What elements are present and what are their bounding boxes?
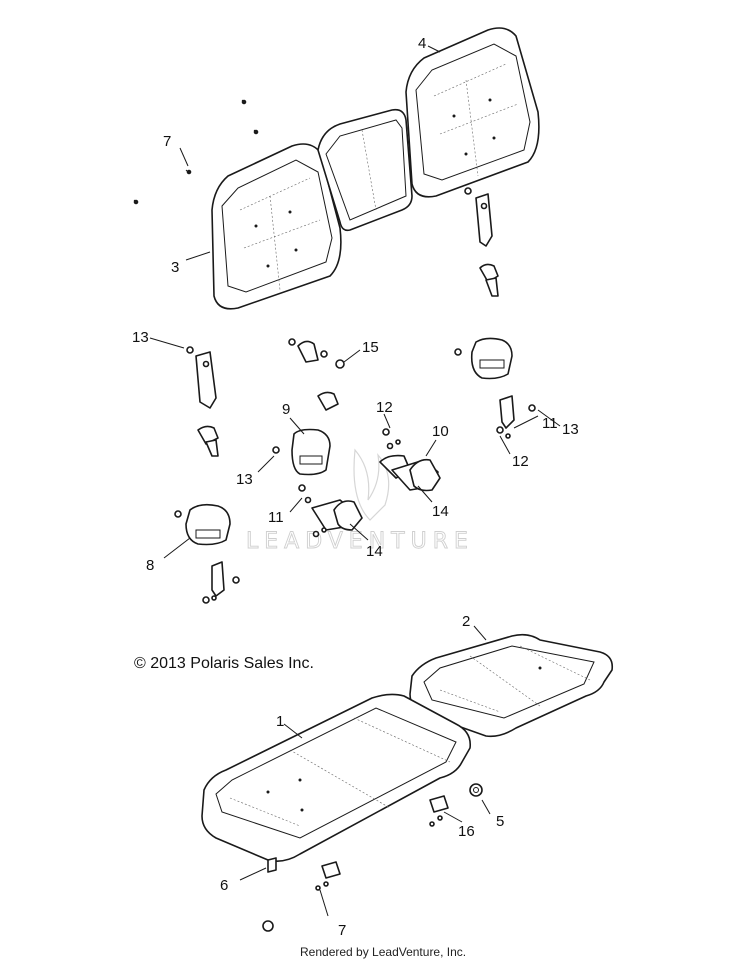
- seat-belt-buckle-9: [272, 428, 331, 476]
- callout-13-right: 13: [562, 421, 579, 438]
- callout-14-right: 14: [432, 503, 449, 520]
- watermark-logo: LEADVENTURE: [246, 448, 474, 554]
- callout-14-left: 14: [366, 543, 383, 560]
- callout-1: 1: [276, 713, 284, 730]
- callout-6: 6: [220, 877, 228, 894]
- seat-belt-left: [186, 346, 219, 457]
- watermark-text: LEADVENTURE: [246, 529, 474, 554]
- anchor-bracket-right: [496, 395, 536, 439]
- seat-back-left: [211, 143, 342, 310]
- seat-hardware-lower: [262, 783, 483, 932]
- callout-7-upper: 7: [163, 133, 171, 150]
- callout-11-right: 11: [542, 415, 558, 432]
- callout-3: 3: [171, 259, 179, 276]
- screw-fasteners: [133, 99, 472, 205]
- callout-16: 16: [458, 823, 475, 840]
- callout-13-center: 13: [236, 471, 253, 488]
- callout-8: 8: [146, 557, 154, 574]
- callout-12-right: 12: [512, 453, 529, 470]
- copyright-notice: © 2013 Polaris Sales Inc.: [134, 655, 314, 672]
- callout-10: 10: [432, 423, 449, 440]
- seat-bottom-left: [201, 693, 472, 862]
- callout-9: 9: [282, 401, 290, 418]
- anchor-bracket-left: [202, 561, 240, 604]
- callout-2: 2: [462, 613, 470, 630]
- seat-belt-buckle-8: [174, 503, 231, 546]
- buckle-assembly-10: [379, 428, 441, 492]
- callout-7-lower: 7: [338, 922, 346, 939]
- seat-belt-buckle-right: [454, 337, 513, 380]
- callout-15: 15: [362, 339, 379, 356]
- footer-credit: Rendered by LeadVenture, Inc.: [300, 945, 466, 959]
- callout-11-left: 11: [268, 509, 284, 526]
- callouts: 1 2 3 4 5 6 7 7 8 9 10 11 11 12 12 13 13…: [132, 35, 579, 939]
- seat-belt-center: [288, 338, 345, 411]
- callout-12-center: 12: [376, 399, 393, 416]
- callout-5: 5: [496, 813, 504, 830]
- seat-back-right: [405, 27, 540, 198]
- callout-4: 4: [418, 35, 426, 52]
- callout-13-left: 13: [132, 329, 149, 346]
- seat-back-center: [317, 108, 413, 232]
- seat-belt-retractor-right: [475, 193, 499, 297]
- buckle-assembly-14: [298, 484, 363, 538]
- leader-lines: [149, 45, 561, 917]
